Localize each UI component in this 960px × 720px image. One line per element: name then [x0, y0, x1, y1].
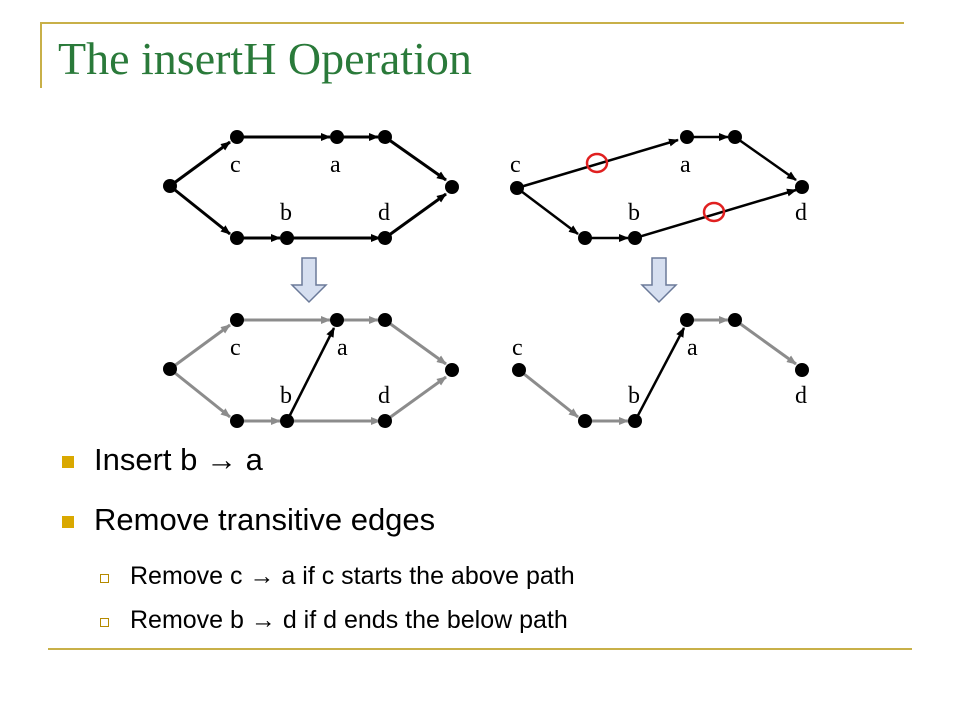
node-label-b: b: [280, 200, 292, 226]
edge: [169, 323, 231, 371]
node-label-d: d: [378, 383, 390, 409]
node-label-c: c: [230, 152, 241, 178]
node: [378, 414, 392, 428]
node: [230, 130, 244, 144]
node-label-b: b: [628, 383, 640, 409]
node: [230, 414, 244, 428]
bullet-list: Insert b → a Remove transitive edges Rem…: [60, 440, 920, 648]
node: [795, 363, 809, 377]
node-label-c: c: [230, 335, 241, 361]
node: [378, 313, 392, 327]
inserted-edge-b-a: [285, 327, 336, 422]
node: [280, 414, 294, 428]
node: [445, 180, 459, 194]
node: [680, 313, 694, 327]
edge: [518, 368, 579, 419]
bullet-square-icon: [62, 516, 74, 528]
node: [445, 363, 459, 377]
bullet-text: Remove transitive edges: [94, 502, 436, 537]
edge: [734, 318, 797, 366]
sub-bullet-text: Remove b → d if d ends the below path: [130, 606, 568, 634]
edge: [384, 318, 447, 366]
bottom-rule: [48, 648, 912, 650]
node-label-b: b: [628, 200, 640, 226]
node: [728, 130, 742, 144]
down-arrow-left: [290, 257, 328, 304]
node: [795, 180, 809, 194]
edge: [734, 135, 797, 182]
edge: [169, 184, 231, 236]
sub-bullet-square-icon: [100, 618, 109, 627]
bullet-item: Remove transitive edges: [60, 500, 920, 544]
node: [378, 130, 392, 144]
node: [163, 179, 177, 193]
node: [510, 181, 524, 195]
sub-bullet-text: Remove c → a if c starts the above path: [130, 562, 575, 590]
node-label-a: a: [337, 335, 348, 361]
node: [578, 231, 592, 245]
bullet-text: Insert b → a: [94, 442, 263, 477]
left-rule: [40, 22, 42, 88]
graph-top-left: c a b d: [163, 130, 459, 245]
down-arrow-right: [640, 257, 678, 304]
node: [230, 313, 244, 327]
sub-bullet-item: Remove c → a if c starts the above path: [100, 560, 920, 596]
node-label-d: d: [378, 200, 390, 226]
edge: [516, 187, 579, 235]
graph-bottom-left: c a b d: [163, 313, 459, 428]
node-label-a: a: [330, 152, 341, 178]
inserted-edge-b-a: [633, 327, 686, 422]
graph-bottom-right: c a b d: [512, 313, 809, 428]
removed-edge-marker: [585, 152, 609, 174]
edge: [384, 135, 447, 182]
node-label-d: d: [795, 200, 807, 226]
node-label-b: b: [280, 383, 292, 409]
edge: [169, 367, 231, 419]
node: [512, 363, 526, 377]
edge: [384, 192, 447, 240]
sub-bullet-square-icon: [100, 574, 109, 583]
node-label-a: a: [687, 335, 698, 361]
top-rule: [40, 22, 904, 24]
node: [230, 231, 244, 245]
node: [163, 362, 177, 376]
bullet-square-icon: [62, 456, 74, 468]
node-label-c: c: [512, 335, 523, 361]
edge: [516, 138, 679, 190]
node-label-d: d: [795, 383, 807, 409]
bullet-item: Insert b → a: [60, 440, 920, 484]
node: [280, 231, 294, 245]
node: [378, 231, 392, 245]
node: [628, 414, 642, 428]
node: [330, 130, 344, 144]
node-label-a: a: [680, 152, 691, 178]
node: [330, 313, 344, 327]
removed-edge-marker: [702, 201, 726, 223]
node: [578, 414, 592, 428]
node: [680, 130, 694, 144]
node: [728, 313, 742, 327]
sub-bullet-item: Remove b → d if d ends the below path: [100, 604, 920, 640]
edge: [169, 140, 231, 188]
node-label-c: c: [510, 152, 521, 178]
node: [628, 231, 642, 245]
graph-top-right: c a b d: [510, 130, 809, 245]
edge: [384, 375, 447, 423]
slide-title: The insertH Operation: [58, 33, 472, 84]
edge: [634, 188, 797, 240]
